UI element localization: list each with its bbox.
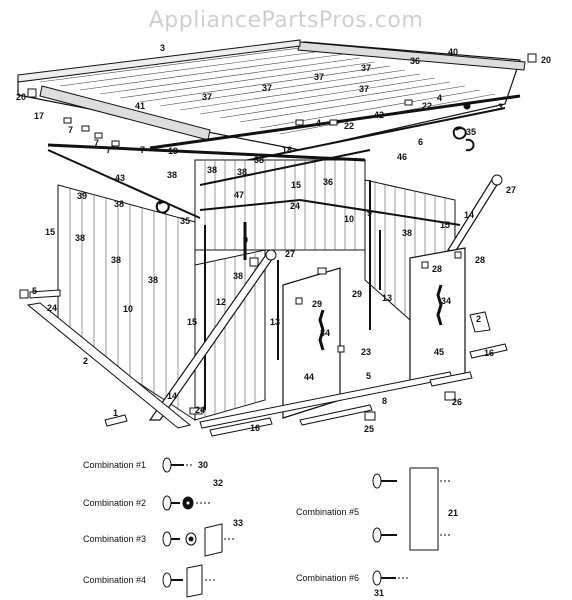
callout: 15 bbox=[45, 227, 55, 237]
callout: 22 bbox=[344, 121, 354, 131]
callout: 18 bbox=[282, 145, 292, 155]
callout: 13 bbox=[270, 317, 280, 327]
callout: 38 bbox=[148, 275, 158, 285]
combination-part: 33 bbox=[233, 518, 243, 528]
combination-label: Combination #5 bbox=[296, 507, 359, 517]
callout: 38 bbox=[207, 165, 217, 175]
callout: 14 bbox=[464, 210, 474, 220]
callout: 35 bbox=[466, 127, 476, 137]
callout: 6 bbox=[418, 137, 423, 147]
combination-label: Combination #3 bbox=[83, 534, 146, 544]
callout: 5 bbox=[32, 286, 37, 296]
callout: 37 bbox=[262, 83, 272, 93]
callout: 41 bbox=[135, 101, 145, 111]
callout: 16 bbox=[250, 423, 260, 433]
callout-labels: 3 40 36 20 37 37 37 37 37 20 41 4 22 22 … bbox=[16, 43, 551, 434]
callout: 36 bbox=[323, 177, 333, 187]
callout: 44 bbox=[304, 372, 314, 382]
callout: 2 bbox=[83, 356, 88, 366]
callout: 26 bbox=[452, 397, 462, 407]
base-rails bbox=[19, 257, 508, 437]
combination-label: Combination #1 bbox=[83, 460, 146, 470]
callout: 25 bbox=[364, 424, 374, 434]
callout: 38 bbox=[111, 255, 121, 265]
callout: 36 bbox=[410, 56, 420, 66]
callout: 39 bbox=[77, 191, 87, 201]
callout: 47 bbox=[234, 190, 244, 200]
callout: 15 bbox=[440, 220, 450, 230]
callout: 16 bbox=[484, 348, 494, 358]
callout: 37 bbox=[361, 63, 371, 73]
callout: 45 bbox=[434, 347, 444, 357]
callout: 38 bbox=[254, 155, 264, 165]
combination-part: 21 bbox=[448, 508, 458, 518]
callout: 7 bbox=[94, 138, 99, 148]
callout: 7 bbox=[106, 145, 111, 155]
scroll-ornament-right bbox=[452, 126, 475, 152]
combination-label: Combination #6 bbox=[296, 573, 359, 583]
callout: 14 bbox=[167, 391, 177, 401]
callout: 40 bbox=[448, 47, 458, 57]
callout: 9 bbox=[243, 235, 248, 245]
callout: 13 bbox=[382, 293, 392, 303]
callout: 22 bbox=[422, 101, 432, 111]
callout: 15 bbox=[291, 180, 301, 190]
callout: 3 bbox=[160, 43, 165, 53]
callout: 37 bbox=[359, 84, 369, 94]
callout: 4 bbox=[316, 118, 321, 128]
callout: 24 bbox=[195, 405, 205, 415]
callout: 2 bbox=[476, 314, 481, 324]
callout: 7 bbox=[68, 125, 73, 135]
callout: 20 bbox=[541, 55, 551, 65]
callout: 3 bbox=[498, 102, 503, 112]
callout: 38 bbox=[233, 271, 243, 281]
callout: 24 bbox=[290, 201, 300, 211]
callout: 27 bbox=[285, 249, 295, 259]
callout: 29 bbox=[312, 299, 322, 309]
callout: 12 bbox=[216, 297, 226, 307]
combination-part: 31 bbox=[374, 588, 384, 598]
combination-part: 30 bbox=[198, 460, 208, 470]
callout: 28 bbox=[432, 264, 442, 274]
callout: 35 bbox=[180, 216, 190, 226]
callout: 34 bbox=[441, 296, 451, 306]
fastener-combinations: Combination #1 30 Combination #2 32 Comb… bbox=[83, 457, 458, 598]
callout: 4 bbox=[437, 93, 442, 103]
watermark: AppliancePartsPros.com bbox=[148, 8, 424, 33]
callout: 9 bbox=[367, 208, 372, 218]
combination-label: Combination #2 bbox=[83, 498, 146, 508]
callout: 27 bbox=[506, 185, 516, 195]
callout: 38 bbox=[114, 199, 124, 209]
callout: 1 bbox=[113, 408, 118, 418]
callout: 17 bbox=[34, 111, 44, 121]
callout: 15 bbox=[187, 317, 197, 327]
callout: 34 bbox=[320, 328, 330, 338]
callout: 38 bbox=[237, 167, 247, 177]
callout: 43 bbox=[115, 173, 125, 183]
callout: 28 bbox=[475, 255, 485, 265]
callout: 10 bbox=[123, 304, 133, 314]
callout: 38 bbox=[167, 170, 177, 180]
callout: 20 bbox=[16, 92, 26, 102]
callout: 46 bbox=[397, 152, 407, 162]
callout: 5 bbox=[366, 371, 371, 381]
callout: 23 bbox=[361, 347, 371, 357]
callout: 29 bbox=[352, 289, 362, 299]
callout: 19 bbox=[168, 146, 178, 156]
diagonal-brace bbox=[148, 174, 503, 421]
callout: 24 bbox=[47, 303, 57, 313]
combination-part: 32 bbox=[213, 478, 223, 488]
callout: 38 bbox=[75, 233, 85, 243]
combination-label: Combination #4 bbox=[83, 575, 146, 585]
roof-panel bbox=[17, 39, 537, 171]
callout: 37 bbox=[202, 92, 212, 102]
callout: 8 bbox=[382, 396, 387, 406]
callout: 42 bbox=[374, 110, 384, 120]
callout: 7 bbox=[140, 145, 145, 155]
callout: 10 bbox=[344, 214, 354, 224]
callout: 37 bbox=[314, 72, 324, 82]
callout: 38 bbox=[402, 228, 412, 238]
